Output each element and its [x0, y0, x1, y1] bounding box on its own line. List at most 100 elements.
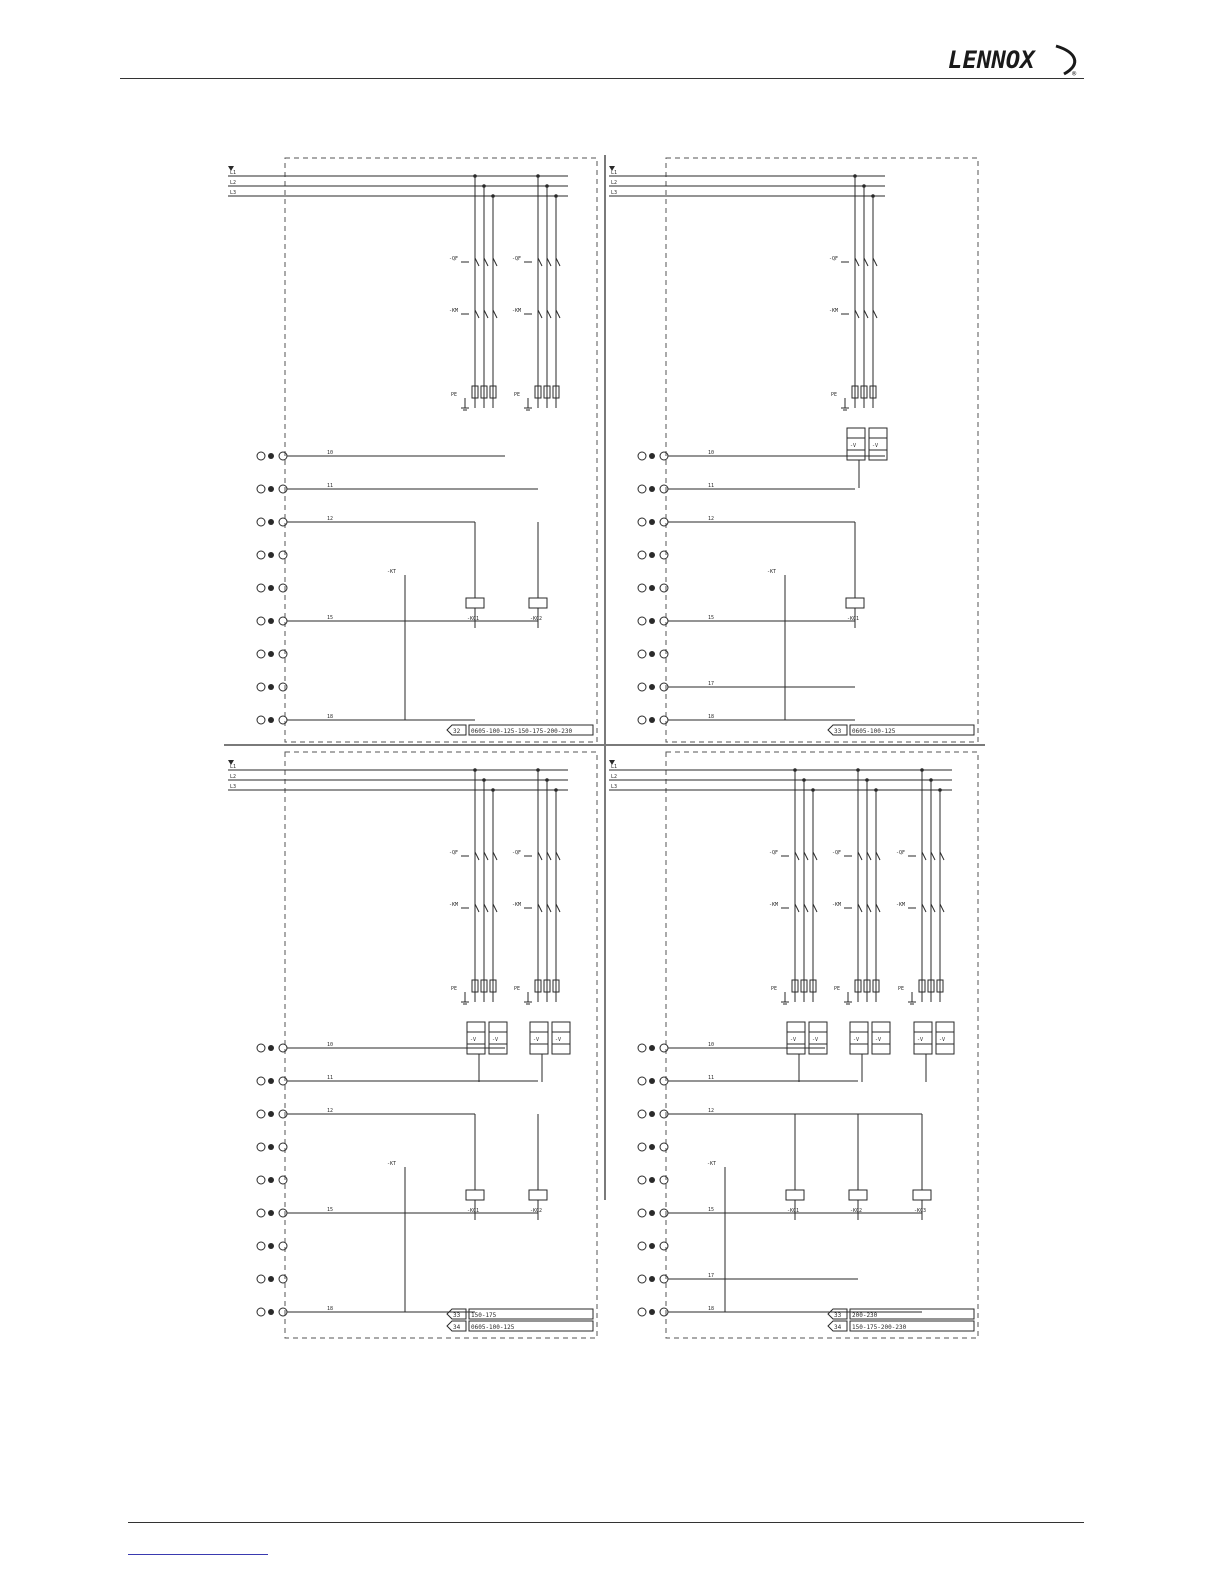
contactor-tag: -KM [449, 308, 458, 314]
terminal-circle [278, 1241, 288, 1251]
terminal-screw [649, 519, 655, 525]
relay-coil [848, 1189, 868, 1201]
terminal-circle [637, 550, 647, 560]
terminal-circle [659, 550, 669, 560]
terminal-circle [256, 451, 266, 461]
model-range-text: 150-175-200-230 [852, 1324, 907, 1331]
terminal-circle [278, 616, 288, 626]
contactor-contact [794, 903, 800, 913]
wire-number: 12 [708, 1108, 714, 1114]
terminal-screw [649, 1309, 655, 1315]
speed-controller-box [849, 1021, 869, 1055]
sheet-ref-tag [827, 724, 848, 736]
terminal-circle [256, 550, 266, 560]
terminal-circle [278, 1109, 288, 1119]
bus-arrow [228, 166, 234, 171]
speed-controller-box [466, 1021, 486, 1055]
terminal-circle [637, 484, 647, 494]
terminal-circle [278, 1208, 288, 1218]
footer-link-underline[interactable] [128, 1554, 268, 1555]
terminal-circle [278, 517, 288, 527]
terminal-screw [649, 1045, 655, 1051]
speed-controller-box [551, 1021, 571, 1055]
coil-tag: -KC1 [467, 1208, 479, 1214]
terminal-screw [268, 519, 274, 525]
speed-controller-label: -V [850, 443, 856, 449]
terminal-circle [637, 1307, 647, 1317]
fuse-box [809, 979, 817, 993]
terminal-circle [659, 1109, 669, 1119]
breaker-contact [546, 257, 552, 267]
junction-dot [473, 174, 477, 178]
contactor-contact [854, 309, 860, 319]
terminal-circle [659, 1274, 669, 1284]
fuse-box [534, 385, 542, 399]
contactor-contact [857, 903, 863, 913]
terminal-screw [649, 486, 655, 492]
terminal-screw [268, 1078, 274, 1084]
speed-controller-label: -V [812, 1037, 818, 1043]
contactor-contact [555, 309, 561, 319]
relay-coil [528, 597, 548, 609]
breaker-contact [492, 851, 498, 861]
breaker-contact [555, 851, 561, 861]
model-range-text: 0605-100-125-150-175-200-230 [471, 728, 573, 735]
pe-label: PE [834, 986, 840, 992]
pe-label: PE [514, 986, 520, 992]
speed-controller-label: -V [533, 1037, 539, 1043]
fuse-box [489, 979, 497, 993]
relay-coil [465, 1189, 485, 1201]
speed-controller-box [529, 1021, 549, 1055]
terminal-circle [256, 1307, 266, 1317]
diagram-bottom-right: L1L2L3-QF-KMPE-QF-KMPE-QF-KMPE-V-V-V-V-V… [609, 751, 979, 1339]
breaker-contact [812, 851, 818, 861]
terminal-screw [649, 717, 655, 723]
model-range-box [849, 1308, 975, 1320]
terminal-screw [268, 1309, 274, 1315]
contactor-tag: -KM [512, 308, 521, 314]
terminal-circle [659, 1208, 669, 1218]
thermostat-tag: -KT [767, 569, 776, 575]
fuse-box [936, 979, 944, 993]
contactor-tag: -KM [769, 902, 778, 908]
fuse-box [552, 385, 560, 399]
breaker-contact [939, 851, 945, 861]
model-range-text: 0605-100-125 [852, 728, 896, 735]
coil-tag: -KC2 [530, 616, 542, 622]
terminal-circle [637, 583, 647, 593]
contactor-contact [812, 903, 818, 913]
pe-label: PE [831, 392, 837, 398]
terminal-screw [649, 453, 655, 459]
sheet-ref-number: 34 [834, 1324, 842, 1331]
terminal-screw [268, 1111, 274, 1117]
phase-label: L2 [611, 180, 617, 186]
terminal-circle [278, 451, 288, 461]
junction-dot [482, 184, 486, 188]
terminal-screw [268, 453, 274, 459]
dashed-frame [284, 157, 598, 743]
fuse-box [872, 979, 880, 993]
phase-label: L2 [230, 180, 236, 186]
contactor-contact [921, 903, 927, 913]
terminal-circle [659, 1175, 669, 1185]
breaker-contact [483, 851, 489, 861]
terminal-circle [659, 649, 669, 659]
terminal-circle [637, 616, 647, 626]
terminal-screw [268, 585, 274, 591]
model-range-box [468, 724, 594, 736]
fuse-box [863, 979, 871, 993]
terminal-circle [256, 682, 266, 692]
logo-registered: ® [1072, 70, 1077, 78]
speed-controller-box [808, 1021, 828, 1055]
fuse-box [471, 979, 479, 993]
wire-number: 11 [708, 483, 714, 489]
relay-coil [912, 1189, 932, 1201]
terminal-circle [278, 484, 288, 494]
terminal-circle [637, 1142, 647, 1152]
breaker-contact [803, 851, 809, 861]
contactor-contact [875, 903, 881, 913]
contactor-tag: -KM [449, 902, 458, 908]
terminal-screw [268, 684, 274, 690]
wire-number: 15 [327, 615, 333, 621]
dashed-frame [665, 751, 979, 1339]
